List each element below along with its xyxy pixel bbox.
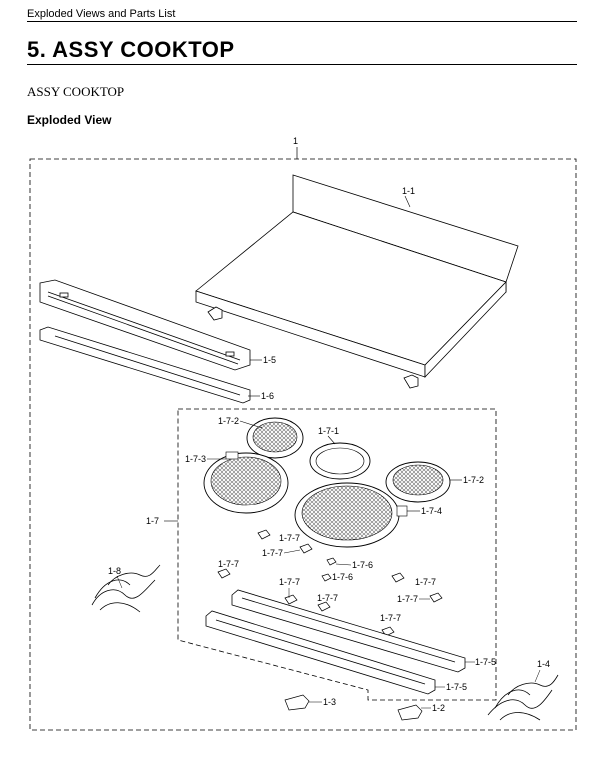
callout-1-2: 1-2 [432, 703, 445, 713]
callout-1-7-2-right: 1-7-2 [463, 475, 484, 485]
callout-1-7: 1-7 [146, 516, 159, 526]
callout-1: 1 [293, 136, 298, 146]
callout-1-7-7-b: 1-7-7 [262, 548, 283, 558]
dual-heating-element-center [294, 482, 408, 548]
callout-1-3: 1-3 [323, 697, 336, 707]
wire-harness-right [487, 674, 559, 721]
assembly-frame [29, 158, 577, 731]
title-rule [27, 64, 577, 65]
small-heating-element-rear-left [246, 417, 304, 459]
clip-brackets [217, 529, 443, 637]
callout-1-7-5-a: 1-7-5 [475, 657, 496, 667]
callout-1-7-7-f: 1-7-7 [279, 577, 300, 587]
callout-1-7-6-a: 1-7-6 [352, 560, 373, 570]
callout-1-8: 1-8 [108, 566, 121, 576]
control-panel-trim-part [39, 279, 251, 371]
page-subtitle: ASSY COOKTOP [27, 84, 125, 99]
small-bracket-part-1-2 [397, 704, 423, 721]
heater-assembly-frame [177, 408, 497, 701]
callout-1-7-7-d: 1-7-7 [397, 594, 418, 604]
cooktop-glass-part [195, 174, 519, 389]
wire-harness-left [91, 564, 161, 613]
callout-1-7-7-a: 1-7-7 [279, 533, 300, 543]
front-bracket-part [39, 326, 251, 404]
warming-ring-part [309, 442, 371, 480]
callout-1-7-7-e: 1-7-7 [218, 559, 239, 569]
callout-1-7-5-b: 1-7-5 [446, 682, 467, 692]
running-header: Exploded Views and Parts List [27, 8, 176, 20]
callout-1-7-1: 1-7-1 [318, 426, 339, 436]
callout-1-7-4: 1-7-4 [421, 506, 442, 516]
callout-1-6: 1-6 [261, 391, 274, 401]
callout-1-7-7-g: 1-7-7 [317, 593, 338, 603]
callout-1-1: 1-1 [402, 186, 415, 196]
small-heating-element-right [385, 461, 451, 503]
callout-1-7-3: 1-7-3 [185, 454, 206, 464]
large-heating-element-left [203, 451, 289, 514]
section-label: Exploded View [27, 113, 112, 127]
callout-1-5: 1-5 [263, 355, 276, 365]
page-title: 5. ASSY COOKTOP [27, 37, 235, 62]
header-rule [27, 21, 577, 22]
callout-1-7-7-h: 1-7-7 [380, 613, 401, 623]
support-rails-part [205, 589, 466, 695]
callout-1-7-7-c: 1-7-7 [415, 577, 436, 587]
small-bracket-part-1-3 [284, 694, 310, 711]
callout-1-7-6-b: 1-7-6 [332, 572, 353, 582]
callout-1-4: 1-4 [537, 659, 550, 669]
callout-1-7-2-left: 1-7-2 [218, 416, 239, 426]
